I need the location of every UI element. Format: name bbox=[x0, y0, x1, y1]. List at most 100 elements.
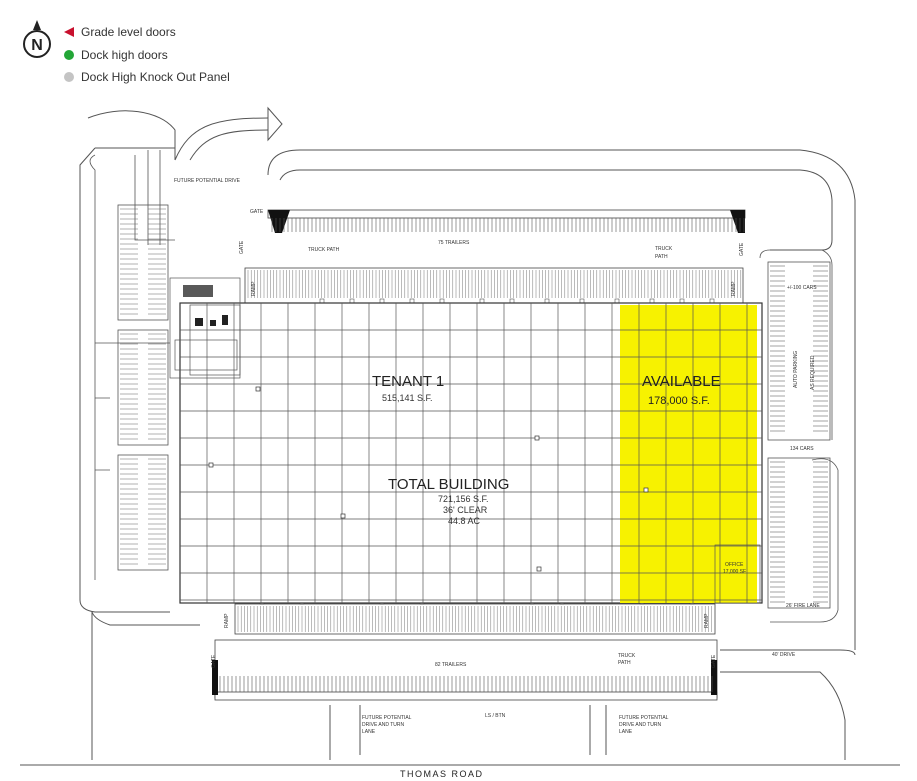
truck-path-label: PATH bbox=[655, 254, 668, 260]
north-screen-wall-east bbox=[730, 210, 745, 233]
north-dock-stalls bbox=[247, 270, 742, 304]
west-drive-aisle bbox=[95, 397, 110, 471]
column-marker bbox=[255, 386, 261, 392]
west-curb bbox=[134, 155, 175, 241]
ls-label: LS / BTN bbox=[485, 713, 506, 719]
total-building-sf: 721,156 S.F. bbox=[438, 494, 489, 504]
as-required-label: AS REQUIRED bbox=[810, 355, 816, 390]
legend: N Grade level doors Dock high doors Dock… bbox=[22, 20, 262, 92]
gate-label-vertical: GATE bbox=[739, 242, 745, 256]
office-hatch bbox=[183, 285, 213, 297]
truck-path-north: TRUCK PATH bbox=[308, 247, 340, 253]
gate-label-vertical: GATE bbox=[239, 240, 245, 254]
parking-module bbox=[767, 457, 831, 609]
gray-dot-icon bbox=[64, 72, 74, 82]
legend-item-knock-out: Dock High Knock Out Panel bbox=[64, 68, 230, 86]
office-detail bbox=[195, 318, 203, 326]
north-trailer-row bbox=[267, 209, 746, 219]
future-drive-lines bbox=[329, 705, 607, 760]
cars-count: +/-100 CARS bbox=[787, 285, 817, 291]
south-screen-wall-east bbox=[711, 660, 717, 695]
ramp-label: RAMP bbox=[704, 613, 710, 628]
south-east-drive bbox=[720, 671, 846, 760]
north-trailer-count: 75 TRAILERS bbox=[438, 240, 470, 246]
tenant-sf: 515,141 S.F. bbox=[382, 393, 433, 403]
office-area bbox=[714, 544, 761, 604]
column-grid bbox=[180, 303, 762, 603]
parking-module bbox=[117, 329, 169, 446]
tenant-title: TENANT 1 bbox=[372, 373, 444, 390]
west-office-details bbox=[183, 285, 228, 326]
south-truck-court-area bbox=[214, 639, 718, 699]
ramp-label: RAMP bbox=[224, 613, 230, 628]
north-dock-apron bbox=[244, 267, 744, 305]
office-block bbox=[174, 339, 238, 371]
road-label: THOMAS ROAD bbox=[400, 769, 484, 779]
drive-curve-line bbox=[174, 117, 269, 161]
office-detail bbox=[210, 320, 216, 326]
future-drive-turn-label: DRIVE AND TURN bbox=[362, 722, 405, 728]
available-space bbox=[620, 305, 757, 603]
office-label: OFFICE bbox=[725, 562, 744, 568]
truck-path-label: TRUCK bbox=[618, 653, 636, 659]
west-parking bbox=[89, 150, 175, 580]
north-label: N bbox=[31, 37, 43, 54]
gate-label: GATE bbox=[250, 209, 264, 215]
north-drive bbox=[267, 149, 856, 650]
column-marker bbox=[208, 462, 214, 468]
auto-parking-label: AUTO PARKING bbox=[793, 351, 799, 388]
site-acres: 44.8 AC bbox=[448, 516, 481, 526]
future-drive-turn-label: FUTURE POTENTIAL bbox=[362, 715, 412, 721]
green-dot-icon bbox=[64, 50, 74, 60]
future-drive-label: FUTURE POTENTIAL DRIVE bbox=[174, 178, 241, 184]
legend-item-dock-high: Dock high doors bbox=[64, 46, 168, 64]
west-boundary bbox=[79, 147, 170, 613]
north-screen-wall-west bbox=[268, 210, 290, 233]
north-arrow-icon: N bbox=[23, 20, 51, 58]
east-curb bbox=[759, 249, 833, 440]
west-office-area bbox=[169, 277, 241, 379]
future-drive-turn-label: LANE bbox=[362, 729, 376, 735]
legend-item-grade-level: Grade level doors bbox=[64, 23, 176, 41]
future-drive-turn-label: FUTURE POTENTIAL bbox=[619, 715, 669, 721]
east-curb bbox=[770, 458, 839, 623]
clear-height: 36' CLEAR bbox=[443, 505, 488, 515]
column-marker bbox=[643, 487, 649, 493]
column-markers bbox=[208, 386, 649, 572]
column-marker bbox=[536, 566, 542, 572]
available-sf: 178,000 S.F. bbox=[648, 395, 710, 407]
future-drive-turn-label: DRIVE AND TURN bbox=[619, 722, 662, 728]
south-trailer-stalls bbox=[219, 676, 713, 692]
ramp-label: RAMP bbox=[251, 281, 257, 296]
column-marker bbox=[534, 435, 540, 441]
gate-label-vertical: GATE bbox=[211, 654, 217, 668]
south-west-drive bbox=[91, 611, 200, 760]
gate-label-vertical: GATE bbox=[711, 654, 717, 668]
truck-path-label: TRUCK bbox=[655, 246, 673, 252]
west-curb bbox=[89, 154, 96, 580]
red-triangle-icon bbox=[64, 27, 74, 37]
legend-label: Grade level doors bbox=[81, 25, 176, 39]
drive-40: 40' DRIVE bbox=[772, 652, 796, 658]
truck-path-label: PATH bbox=[618, 660, 631, 666]
available-title: AVAILABLE bbox=[642, 373, 721, 390]
cars-134: 134 CARS bbox=[790, 446, 814, 452]
north-trailer-stalls bbox=[271, 218, 745, 232]
office-detail bbox=[222, 315, 228, 325]
east-parking bbox=[759, 249, 839, 623]
total-building-title: TOTAL BUILDING bbox=[388, 476, 509, 493]
south-screen-wall-west bbox=[212, 660, 218, 695]
west-curb bbox=[147, 150, 161, 245]
east-drive bbox=[720, 649, 856, 656]
office-sf: 17,000 SF bbox=[723, 569, 746, 575]
parking-module bbox=[117, 204, 169, 321]
ramp-label: RAMP bbox=[731, 281, 737, 296]
fire-lane: 26' FIRE LANE bbox=[786, 603, 820, 609]
future-drive-turn-label: LANE bbox=[619, 729, 633, 735]
drive-curve-line bbox=[189, 129, 269, 161]
column-marker bbox=[340, 513, 346, 519]
parking-module bbox=[117, 454, 169, 571]
west-parking-stalls bbox=[120, 208, 166, 565]
legend-label: Dock High Knock Out Panel bbox=[81, 70, 230, 84]
